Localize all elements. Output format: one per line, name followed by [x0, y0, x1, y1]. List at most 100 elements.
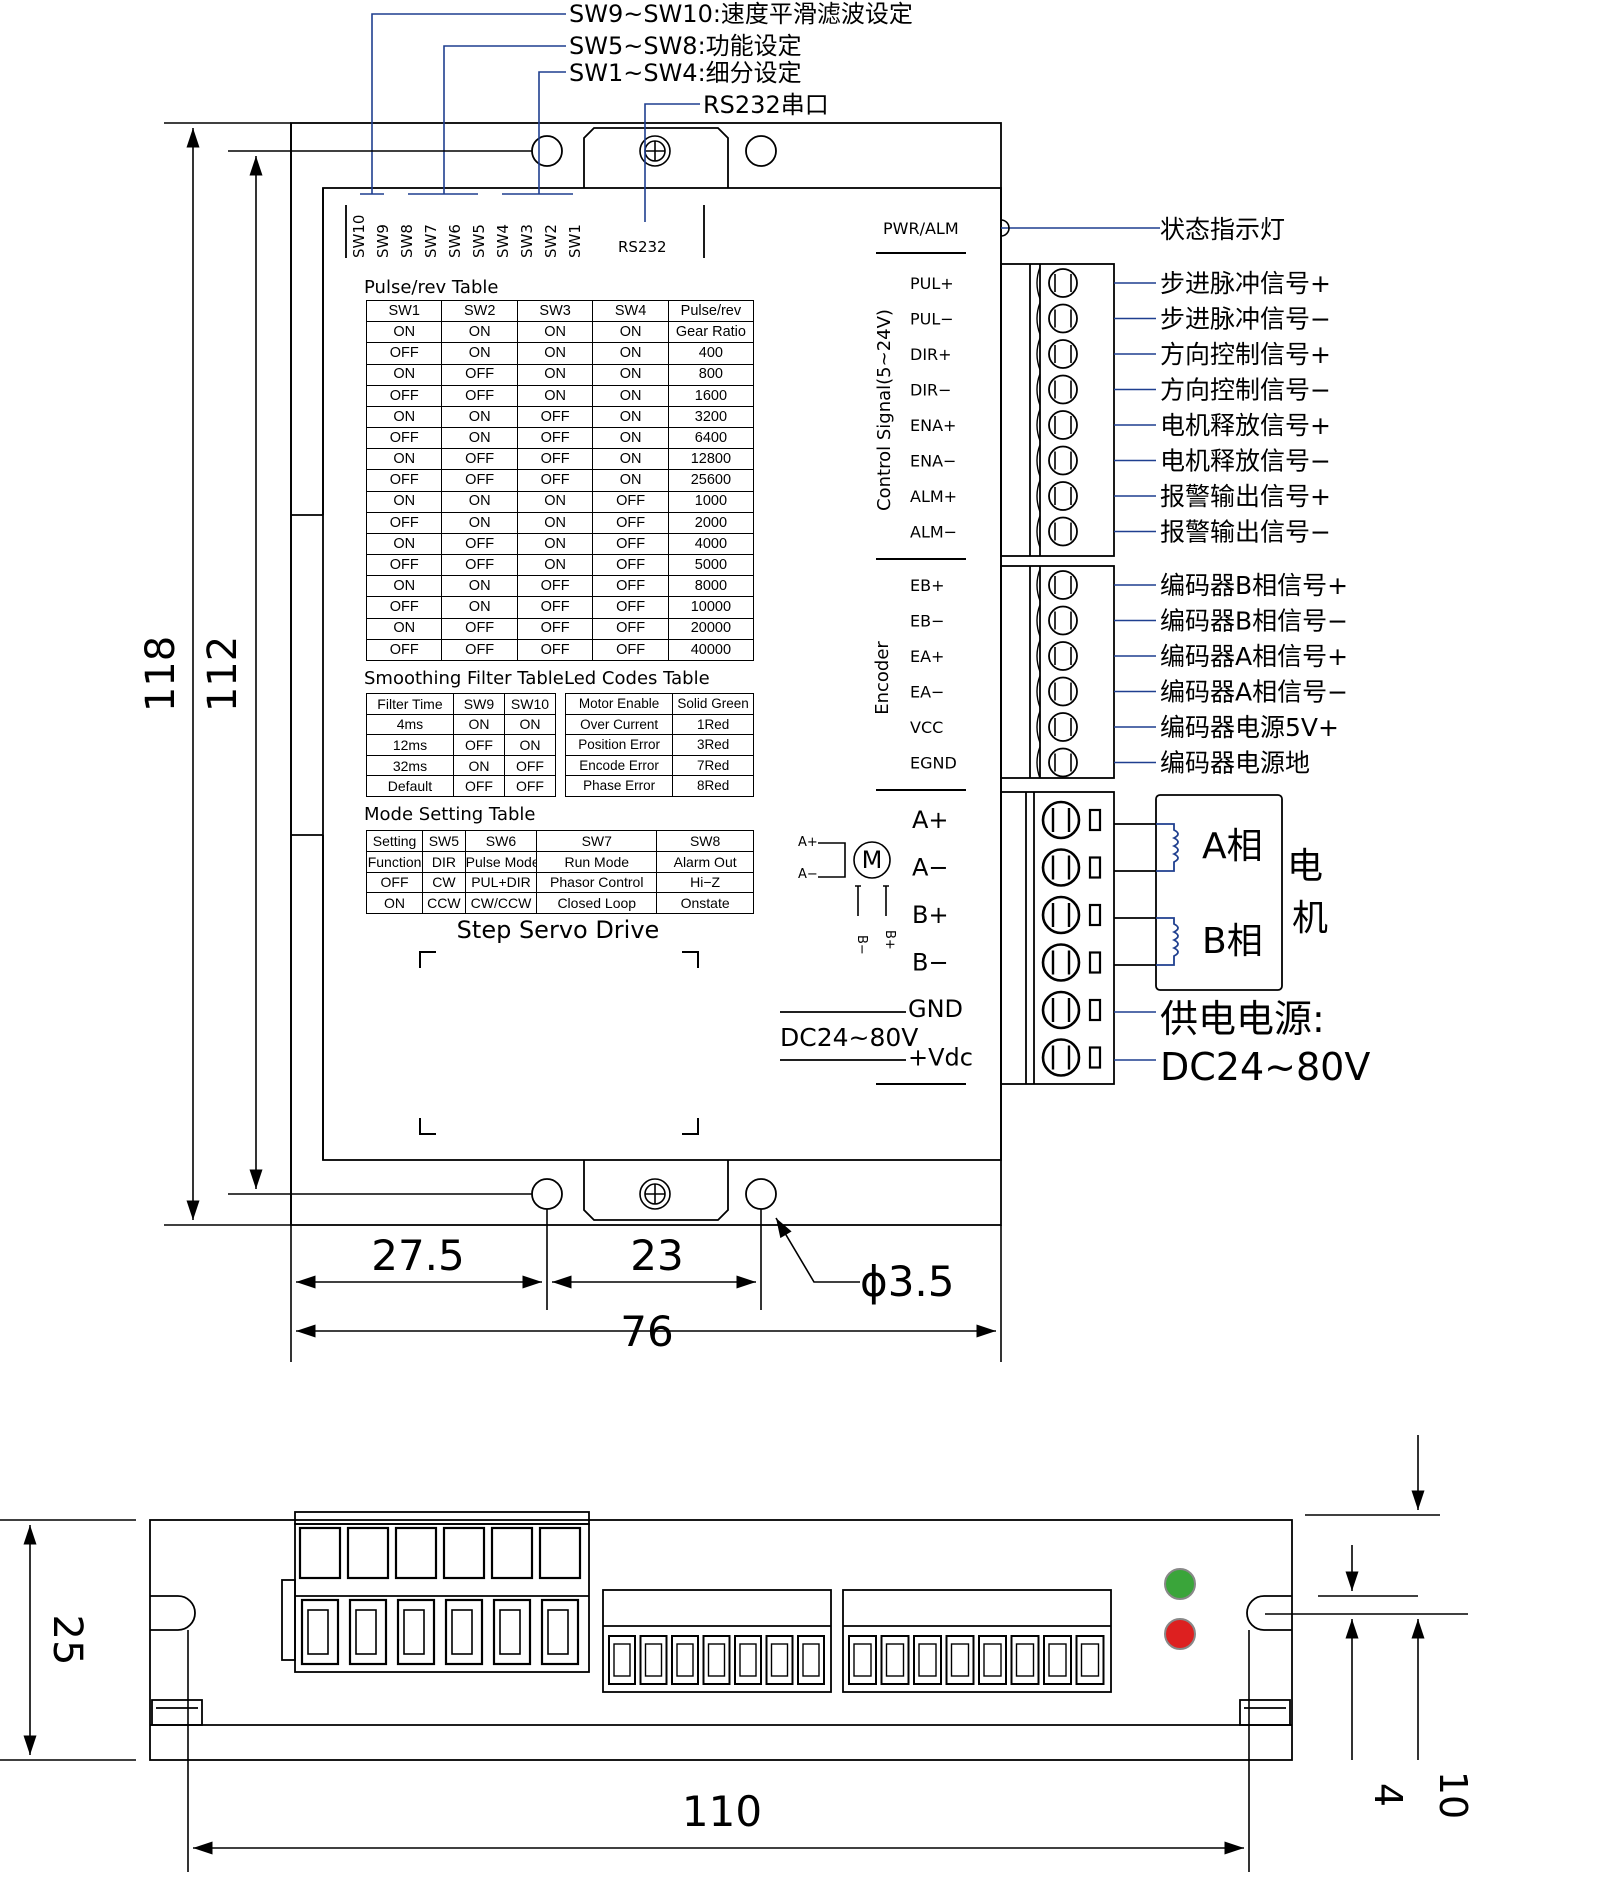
signal-connector-socket	[978, 1635, 1007, 1685]
terminal-screw-icon	[1048, 374, 1078, 405]
table-cell: 2000	[667, 511, 755, 534]
pin-note: 方向控制信号−	[1160, 376, 1331, 405]
table-cell: Hi−Z	[656, 871, 754, 894]
table-cell: ON	[516, 511, 594, 534]
table-cell: OFF	[441, 469, 518, 492]
mode-table-title: Mode Setting Table	[364, 804, 535, 825]
power-pin-label: A+	[912, 806, 949, 834]
table-cell: OFF	[441, 532, 518, 556]
terminal-pin: EB−编码器B相信号−	[910, 604, 1348, 637]
table-cell: OFF	[365, 469, 443, 492]
table-cell: OFF	[441, 638, 518, 662]
power-pin: +Vdc	[908, 1038, 1102, 1077]
table-cell: Closed Loop	[536, 892, 658, 914]
power-pin-label: +Vdc	[908, 1044, 973, 1072]
table-header-cell: SW2	[441, 299, 518, 323]
table-cell: OFF	[516, 575, 594, 598]
encoder-title: Encoder	[872, 641, 893, 715]
motor-sym-a-plus: A+	[798, 835, 818, 850]
table-cell: ON	[516, 554, 594, 577]
table-cell: OFF	[441, 554, 518, 577]
table-cell: CCW	[422, 892, 466, 914]
motor-sym-b-minus: B−	[854, 935, 869, 955]
led-table-title: Led Codes Table	[564, 668, 710, 689]
table-cell: Alarm Out	[656, 850, 754, 873]
terminal-screw-icon	[1041, 943, 1081, 982]
table-cell: OFF	[441, 448, 518, 471]
terminal-pin: ALM+报警输出信号+	[910, 480, 1331, 512]
pin-note: 步进脉冲信号−	[1160, 305, 1331, 334]
table-cell: Encode Error	[564, 754, 674, 777]
dimension-lines	[164, 122, 1002, 1362]
signal-connector-socket	[945, 1635, 975, 1685]
pin-label: EGND	[910, 754, 957, 773]
signal-connector-socket	[880, 1635, 910, 1685]
table-cell: OFF	[592, 532, 669, 556]
table-cell: Pulse Mode	[464, 850, 538, 873]
table-cell: ON	[441, 575, 518, 598]
power-pins: A+A−B+B−GND+Vdc	[908, 800, 1102, 1077]
pin-label: EA+	[910, 647, 944, 666]
power-connector-slot	[442, 1526, 486, 1580]
table-cell: OFF	[592, 617, 669, 640]
table-cell: 20000	[667, 617, 755, 640]
table-cell: OFF	[516, 405, 594, 429]
pin-label: ALM+	[910, 487, 957, 506]
table-cell: 5000	[667, 554, 755, 577]
power-connector-slot	[538, 1526, 582, 1580]
terminal-screw-icon	[1048, 410, 1078, 440]
table-cell: CW	[422, 871, 466, 894]
pin-note: 电机释放信号+	[1160, 411, 1331, 440]
table-cell: ON	[441, 490, 518, 513]
table-cell: OFF	[516, 596, 594, 619]
table-cell: DIR	[422, 850, 466, 873]
table-cell: ON	[365, 892, 424, 914]
terminal-pin: PUL−步进脉冲信号−	[910, 302, 1331, 335]
table-cell: OFF	[365, 638, 443, 662]
terminal-screw-icon	[1048, 676, 1078, 707]
pin-label: DIR−	[910, 381, 952, 400]
table-cell: 8000	[667, 575, 755, 598]
pin-label: ENA−	[910, 452, 956, 471]
table-cell: Run Mode	[536, 850, 658, 873]
terminal-pin: PUL+步进脉冲信号+	[910, 267, 1331, 299]
pin-label: DIR+	[910, 345, 952, 364]
table-cell: ON	[365, 321, 443, 344]
phase-b-label: B相	[1202, 921, 1263, 962]
signal-connector-socket	[734, 1635, 762, 1685]
status-led-note: 状态指示灯	[1160, 215, 1285, 244]
pin-label: EB+	[910, 576, 945, 595]
power-pin: B−	[912, 943, 1102, 982]
table-cell: OFF	[441, 363, 518, 386]
signal-connector-socket	[797, 1635, 825, 1685]
table-header-cell: Solid Green	[672, 693, 754, 715]
switch-label: SW1	[566, 224, 584, 258]
table-cell: OFF	[592, 575, 669, 598]
power-connector-slot	[394, 1526, 438, 1580]
rs232-label: RS232	[618, 238, 667, 256]
callout-sw5-8: SW5~SW8:功能设定	[569, 32, 802, 60]
pwr-alm-label: PWR/ALM	[883, 219, 959, 238]
table-cell: ON	[592, 427, 669, 450]
table-cell: ON	[365, 617, 443, 640]
terminal-screw-icon	[1041, 990, 1081, 1030]
pin-label: EA−	[910, 683, 944, 702]
dim-23: 23	[630, 1231, 683, 1280]
table-cell: ON	[516, 342, 594, 365]
pin-note: 步进脉冲信号+	[1160, 269, 1331, 298]
table-cell: OFF	[441, 384, 518, 407]
